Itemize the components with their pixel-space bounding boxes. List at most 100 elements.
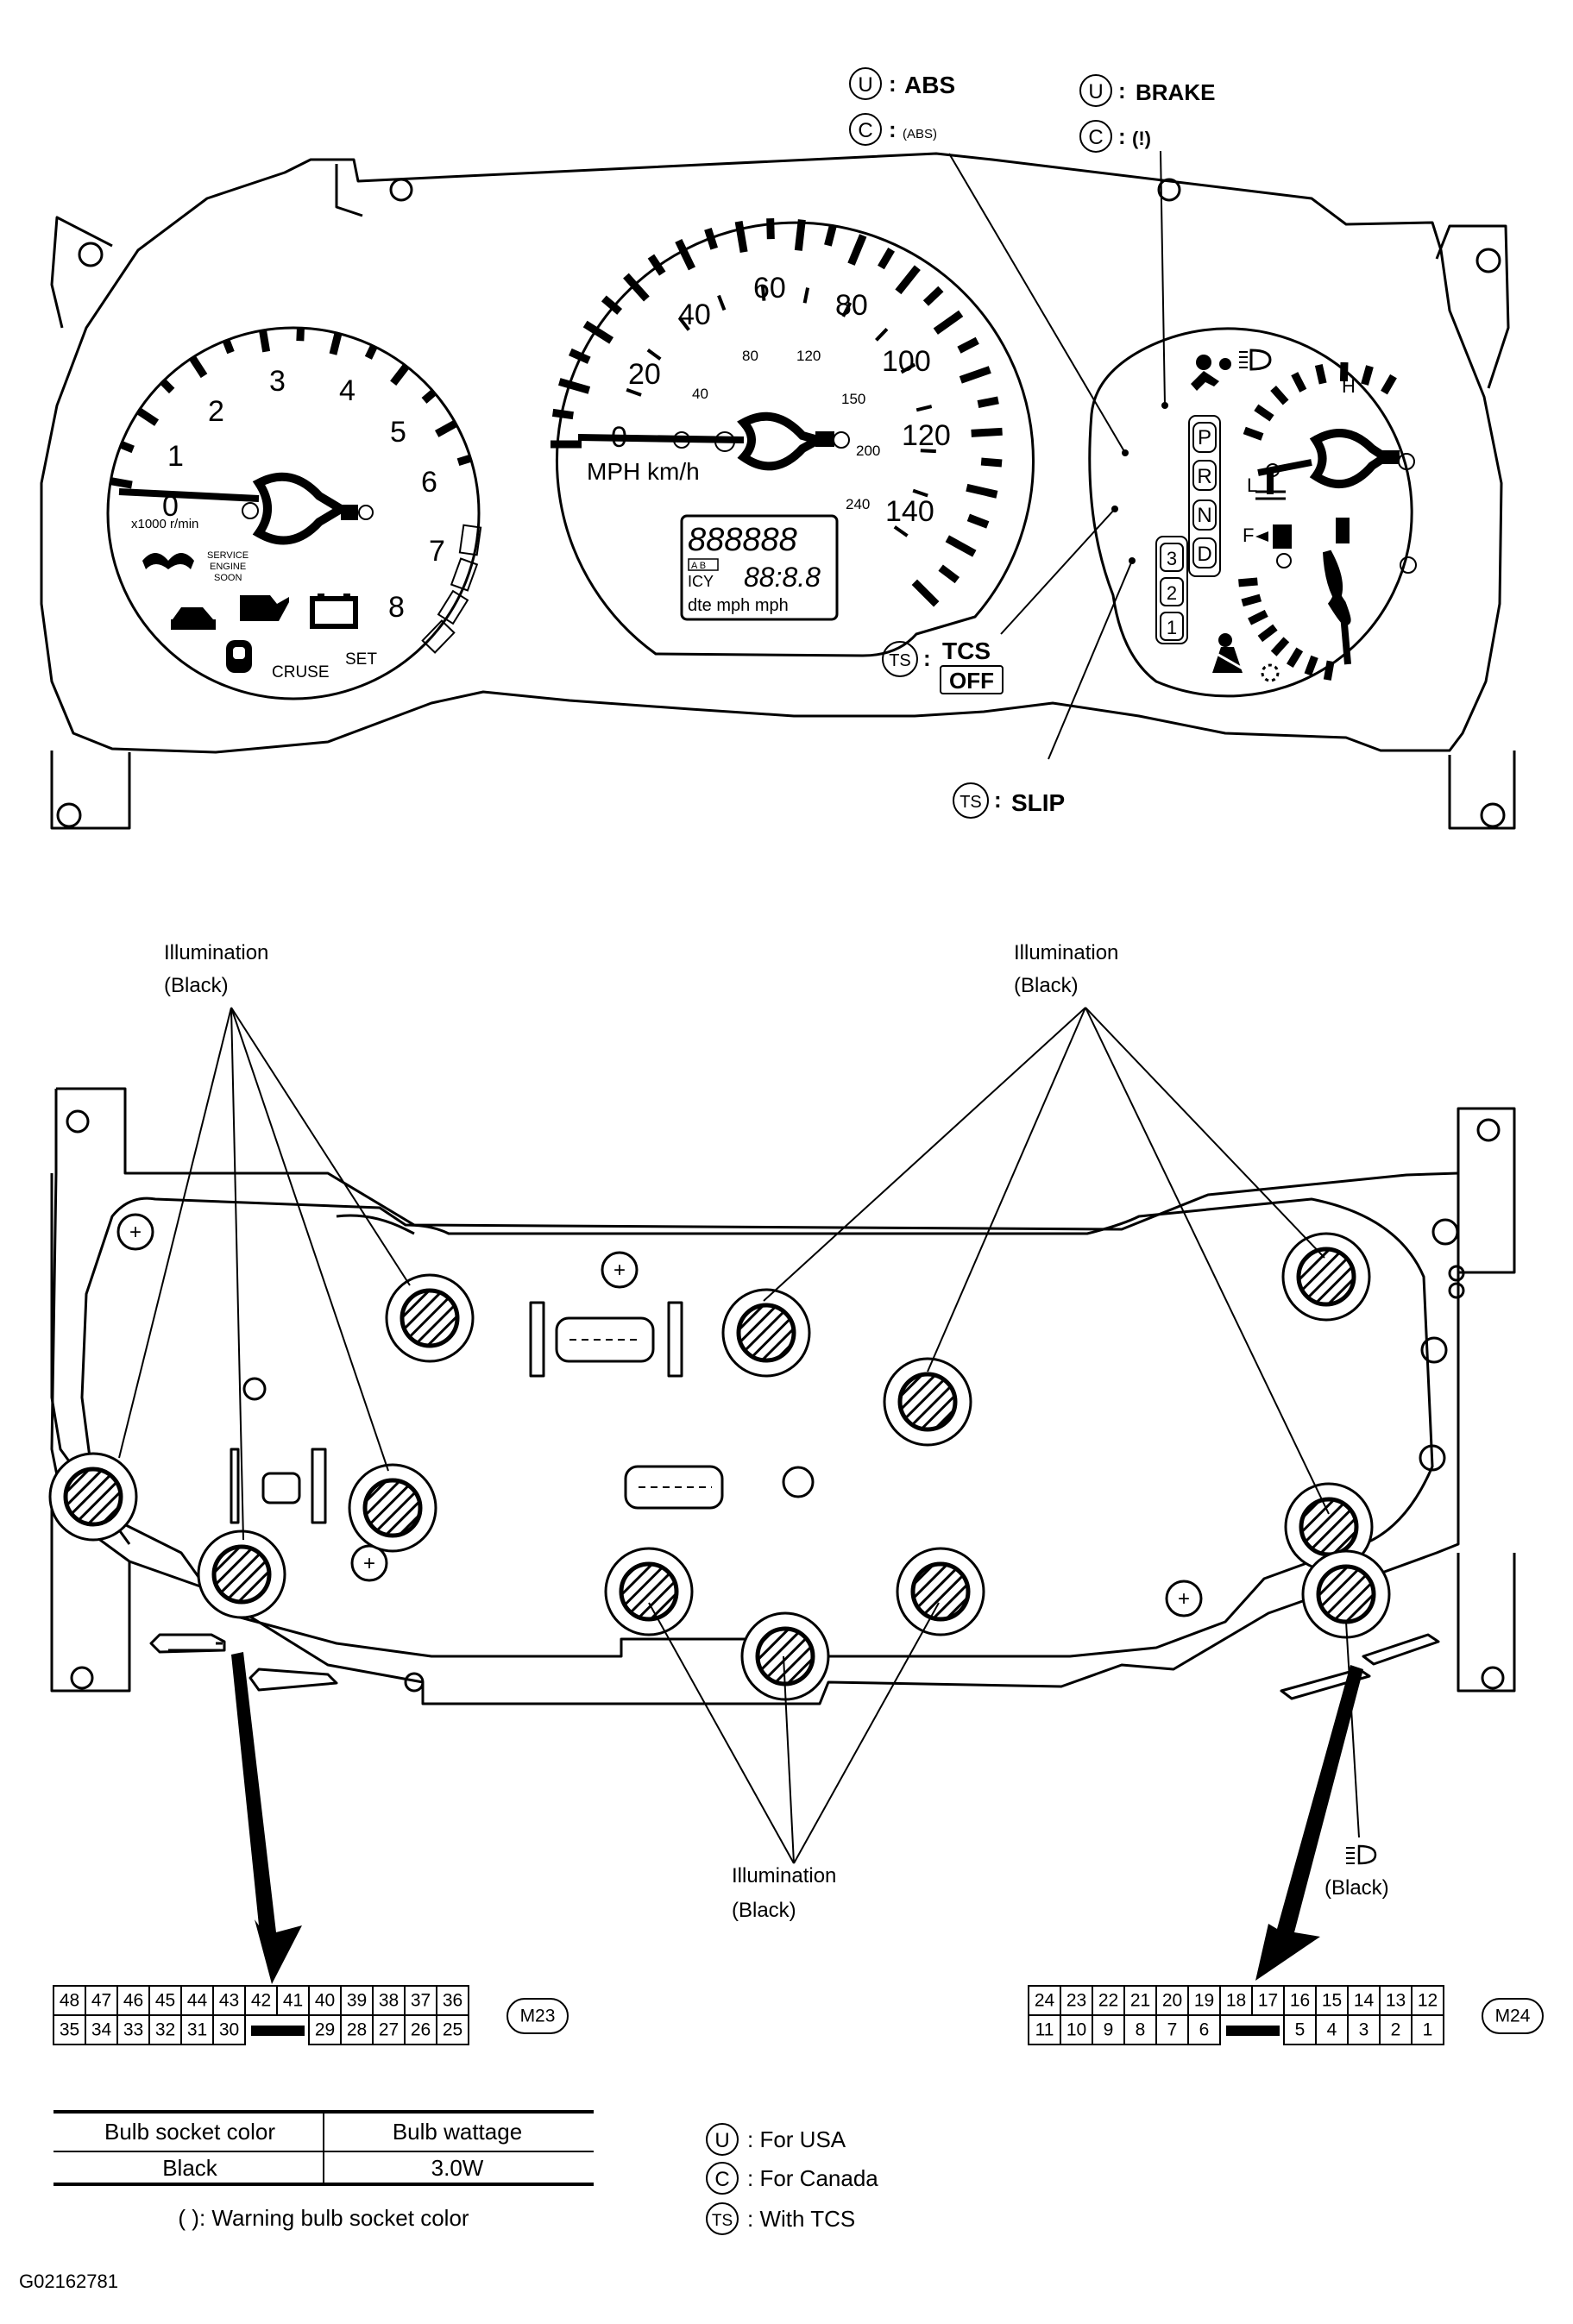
bulb-socket xyxy=(63,1467,123,1527)
front-housing-outline xyxy=(40,152,1503,754)
fuel-pump-icon xyxy=(1255,524,1292,549)
kmh-label-240: 240 xyxy=(846,496,870,512)
set-label: SET xyxy=(345,650,377,669)
pin-cell xyxy=(1028,1985,1061,2016)
pin-number: 6 xyxy=(1199,2020,1210,2040)
svg-text::: : xyxy=(889,116,897,142)
gear-n: N xyxy=(1197,504,1211,527)
pin-number: 4 xyxy=(1327,2020,1337,2040)
pin-number: 29 xyxy=(315,2020,335,2040)
fuel-tick xyxy=(1270,637,1290,656)
svg-text::: : xyxy=(1118,123,1126,149)
svg-text::: : xyxy=(994,787,1002,813)
bulb-socket-color-header: Bulb socket color xyxy=(104,2119,275,2145)
illumination-color-left: (Black) xyxy=(164,974,229,997)
gear-d: D xyxy=(1197,543,1211,566)
legend-usa-text: : For USA xyxy=(747,2126,846,2152)
tach-label-5: 5 xyxy=(390,416,406,449)
pin-number: 24 xyxy=(1035,1991,1055,2011)
legend-tcs-symbol: TS xyxy=(712,2212,733,2230)
legend-tcs-text: : With TCS xyxy=(747,2206,855,2232)
speedo-tick xyxy=(582,320,614,344)
tach-dial xyxy=(106,326,481,700)
bulb-sockets xyxy=(48,1232,1391,1701)
m23-arrow xyxy=(231,1652,302,1984)
pin-number: 41 xyxy=(283,1991,303,2011)
pin-cell xyxy=(1092,1985,1125,2016)
pin-number: 19 xyxy=(1194,1991,1214,2011)
pin-number: 36 xyxy=(443,1991,462,2011)
speedo-tick xyxy=(623,273,650,302)
pin-number: 3 xyxy=(1359,2020,1369,2040)
low-gear-indicator: 3 2 1 xyxy=(1155,536,1188,644)
tach-label-3: 3 xyxy=(269,365,286,398)
pin-number: 39 xyxy=(347,1991,367,2011)
usa-symbol-brake xyxy=(1079,74,1112,107)
pin-cell xyxy=(1283,2014,1317,2045)
pin-number: 42 xyxy=(251,1991,271,2011)
symbol-legend: U : For USA C : For Canada TS : With TCS xyxy=(706,2123,878,2235)
pin-cell xyxy=(116,1985,150,2016)
illumination-label-bottom: Illumination xyxy=(732,1864,836,1887)
temp-ticks xyxy=(1243,361,1397,441)
tach-label-7: 7 xyxy=(429,535,445,568)
speed-label-100: 100 xyxy=(882,345,931,378)
gear-p: P xyxy=(1198,426,1211,449)
temp-tick xyxy=(1381,374,1397,395)
pin-cell xyxy=(212,2014,246,2045)
speedo-plus-icon xyxy=(833,431,850,449)
illumination-color-bottom: (Black) xyxy=(732,1899,796,1922)
pin-number: 26 xyxy=(411,2020,431,2040)
bulb-table: Bulb socket color Bulb wattage Black 3.0… xyxy=(53,2110,594,2231)
connector-key xyxy=(251,2026,305,2036)
pin-number: 30 xyxy=(219,2020,239,2040)
speedo-tick xyxy=(959,366,991,384)
pin-number: 38 xyxy=(379,1991,399,2011)
pin-cell xyxy=(340,2014,374,2045)
speed-label-140: 140 xyxy=(885,495,934,528)
tach-label-6: 6 xyxy=(421,466,437,499)
pin-number: 40 xyxy=(315,1991,335,2011)
temp-plus-icon xyxy=(1398,453,1415,470)
tach-tick xyxy=(118,440,135,454)
pin-cell xyxy=(53,2014,86,2045)
tcs-symbol xyxy=(882,641,918,677)
right-gauge-dial xyxy=(1088,327,1413,698)
temp-tick xyxy=(1243,426,1264,441)
kmh-tick xyxy=(760,285,766,301)
pin-number: 44 xyxy=(187,1991,208,2011)
svg-text:C: C xyxy=(1088,126,1103,149)
pin-cell xyxy=(212,1985,246,2016)
kmh-label-150: 150 xyxy=(841,391,865,407)
service-label-3: SOON xyxy=(214,573,242,583)
speedo-tick xyxy=(966,483,998,499)
illumination-label-right: Illumination xyxy=(1014,941,1118,964)
svg-text::: : xyxy=(889,71,897,97)
svg-text::: : xyxy=(923,645,931,671)
bulb-table-note: ( ): Warning bulb socket color xyxy=(178,2205,469,2231)
pin-number: 45 xyxy=(155,1991,175,2011)
pin-cell xyxy=(308,2014,342,2045)
temp-tick xyxy=(1270,386,1289,405)
pin-number: 8 xyxy=(1136,2020,1146,2040)
bulb-socket xyxy=(362,1478,423,1538)
tach-tick xyxy=(109,477,133,489)
tach-tick xyxy=(188,355,208,379)
speed-label-120: 120 xyxy=(902,419,951,452)
speedo-tick xyxy=(878,248,895,270)
airbag-icon xyxy=(1191,355,1231,391)
legend-usa-symbol: U xyxy=(714,2129,729,2152)
door-open-icon xyxy=(171,607,216,630)
speedo-tick xyxy=(933,310,964,335)
brake-usa-label: BRAKE xyxy=(1136,79,1215,105)
tach-label-2: 2 xyxy=(208,395,224,428)
ab-label: A B xyxy=(691,561,706,571)
pin-number: 1 xyxy=(1423,2020,1433,2040)
speedo-dial xyxy=(555,221,1035,657)
fuel-plus-icon xyxy=(1400,556,1417,574)
tach-warning-icons: SERVICE ENGINE SOON CRUSE SET xyxy=(142,550,377,681)
odometer-digits: 888888 xyxy=(688,522,797,558)
oil-pressure-icon xyxy=(240,595,289,621)
speedo-unit-label: MPH km/h xyxy=(587,458,700,485)
